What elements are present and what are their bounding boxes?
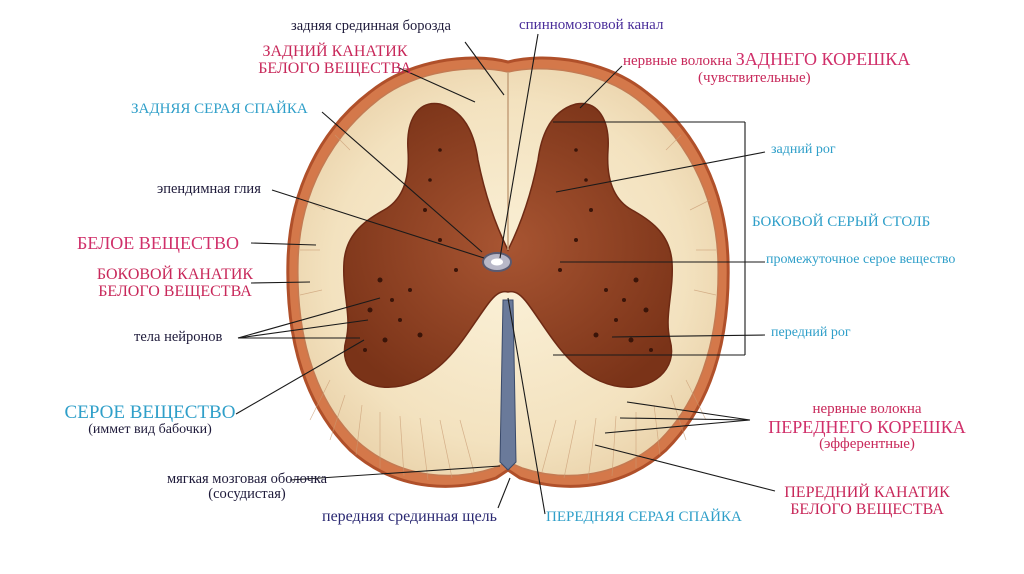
- label-intermediate-gray: промежуточное серое вещество: [766, 252, 956, 267]
- label-gray-matter: СЕРОЕ ВЕЩЕСТВО (иммет вид бабочки): [60, 403, 240, 438]
- label-anterior-funiculus-line2: БЕЛОГО ВЕЩЕСТВА: [790, 500, 944, 518]
- pointer-lines: [235, 33, 776, 515]
- label-lateral-funiculus: БОКОВОЙ КАНАТИК БЕЛОГО ВЕЩЕСТВА: [90, 266, 260, 301]
- label-neuron-bodies: тела нейронов: [134, 329, 223, 345]
- label-gray-matter-line2: (иммет вид бабочки): [88, 421, 212, 437]
- neuron-bodies-dots: [363, 148, 653, 352]
- label-anterior-root-fibers: нервные волокна ПЕРЕДНЕГО КОРЕШКА (эффер…: [752, 401, 982, 452]
- label-posterior-funiculus: ЗАДНИЙ КАНАТИК БЕЛОГО ВЕЩЕСТВА: [250, 43, 420, 78]
- label-lateral-gray-column: БОКОВОЙ СЕРЫЙ СТОЛБ: [752, 214, 931, 230]
- label-anterior-horn: передний рог: [771, 325, 851, 340]
- label-posterior-median-sulcus: задняя срединная борозда: [291, 18, 451, 34]
- label-central-canal: спинномозговой канал: [519, 17, 664, 33]
- label-posterior-root-fibers: нервные волокна ЗАДНЕГО КОРЕШКА: [623, 50, 910, 70]
- label-pia-mater: мягкая мозговая оболочка (сосудистая): [147, 471, 347, 503]
- label-anterior-funiculus-line1: ПЕРЕДНИЙ КАНАТИК: [784, 484, 950, 501]
- label-anterior-funiculus: ПЕРЕДНИЙ КАНАТИК БЕЛОГО ВЕЩЕСТВА: [772, 484, 962, 519]
- label-gray-matter-line1: СЕРОЕ ВЕЩЕСТВО: [64, 402, 236, 423]
- label-anterior-root-fibers-line1: нервные волокна: [812, 401, 922, 417]
- label-ependymal-glia: эпендимная глия: [157, 181, 261, 197]
- white-matter-fibres: [299, 134, 717, 481]
- anterior-median-fissure-shape: [499, 299, 517, 471]
- label-posterior-funiculus-line2: БЕЛОГО ВЕЩЕСТВА: [258, 59, 412, 77]
- label-pia-mater-line1: мягкая мозговая оболочка: [166, 471, 328, 487]
- label-anterior-gray-commissure: ПЕРЕДНЯЯ СЕРАЯ СПАЙКА: [546, 509, 742, 525]
- label-anterior-median-fissure: передняя срединная щель: [322, 508, 497, 525]
- label-posterior-root-fibers-line1: нервные волокна: [623, 53, 736, 69]
- gray-matter-region: [342, 102, 674, 388]
- label-posterior-funiculus-line1: ЗАДНИЙ КАНАТИК: [262, 43, 408, 60]
- label-pia-mater-line2: (сосудистая): [208, 486, 286, 503]
- label-white-matter: БЕЛОЕ ВЕЩЕСТВО: [77, 233, 239, 253]
- label-posterior-root-fibers-line3: (чувствительные): [698, 70, 811, 86]
- label-anterior-root-fibers-line3: (эфферентные): [819, 435, 915, 452]
- label-posterior-horn: задний рог: [771, 142, 836, 157]
- label-lateral-funiculus-line2: БЕЛОГО ВЕЩЕСТВА: [98, 282, 252, 300]
- label-lateral-funiculus-line1: БОКОВОЙ КАНАТИК: [96, 266, 254, 283]
- central-canal-lumen: [491, 258, 503, 266]
- label-anterior-root-fibers-line2: ПЕРЕДНЕГО КОРЕШКА: [768, 416, 966, 437]
- label-posterior-root-fibers-line2: ЗАДНЕГО КОРЕШКА: [735, 49, 911, 69]
- label-posterior-gray-commissure: ЗАДНЯЯ СЕРАЯ СПАЙКА: [131, 101, 308, 117]
